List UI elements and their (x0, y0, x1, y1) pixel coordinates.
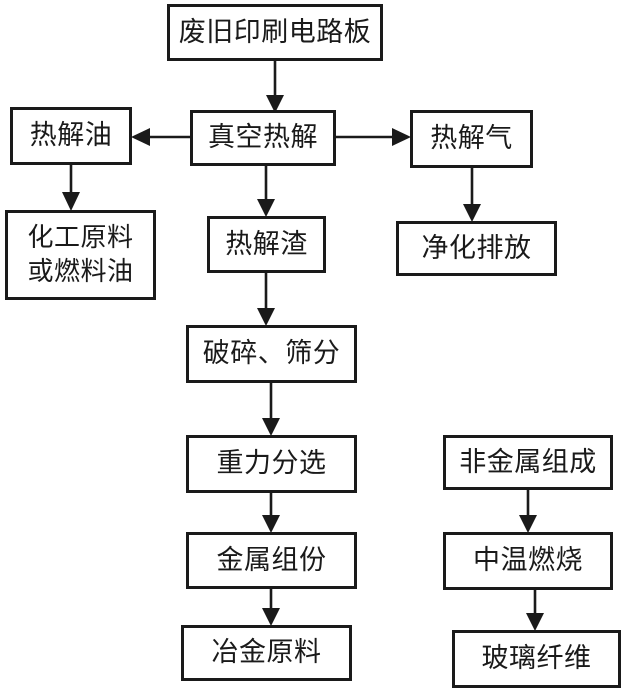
edge-nonmetal-to-mid-temp-burn (519, 490, 537, 533)
node-waste-pcb: 废旧印刷电路板 (167, 4, 383, 61)
node-gravity-separation: 重力分选 (186, 435, 357, 493)
edge-vacuum-pyro-to-pyro-oil (131, 128, 190, 146)
node-nonmetal-component: 非金属组成 (443, 435, 613, 490)
edge-pcb-to-vacuum-pyro (266, 61, 284, 113)
edge-gravity-sep-to-metal-comp (262, 493, 280, 533)
node-metal-component: 金属组份 (186, 532, 357, 589)
node-vacuum-pyrolysis: 真空热解 (190, 110, 336, 166)
node-pyrolysis-gas: 热解气 (410, 110, 533, 168)
node-metallurgical-raw-material: 冶金原料 (181, 625, 352, 681)
edge-metal-comp-to-metallurgy (262, 589, 280, 626)
node-glass-fiber: 玻璃纤维 (452, 630, 621, 688)
node-medium-temp-combustion: 中温燃烧 (443, 532, 613, 590)
edge-vacuum-pyro-to-pyro-residue (257, 166, 275, 217)
node-purification-emission: 净化排放 (396, 221, 557, 276)
edge-mid-temp-burn-to-glass-fiber (526, 590, 544, 631)
edge-pyro-residue-to-crush-sieve (257, 273, 275, 326)
node-crushing-screening: 破碎、筛分 (186, 325, 357, 383)
edge-pyro-gas-to-purify (463, 168, 481, 222)
node-pyrolysis-oil: 热解油 (10, 107, 132, 165)
node-pyrolysis-residue: 热解渣 (207, 216, 326, 273)
edge-pyro-oil-to-chem-raw (62, 165, 80, 211)
edge-vacuum-pyro-to-pyro-gas (336, 128, 411, 146)
edge-crush-sieve-to-gravity-sep (262, 383, 280, 436)
node-chemical-raw-material: 化工原料 或燃料油 (5, 210, 156, 300)
